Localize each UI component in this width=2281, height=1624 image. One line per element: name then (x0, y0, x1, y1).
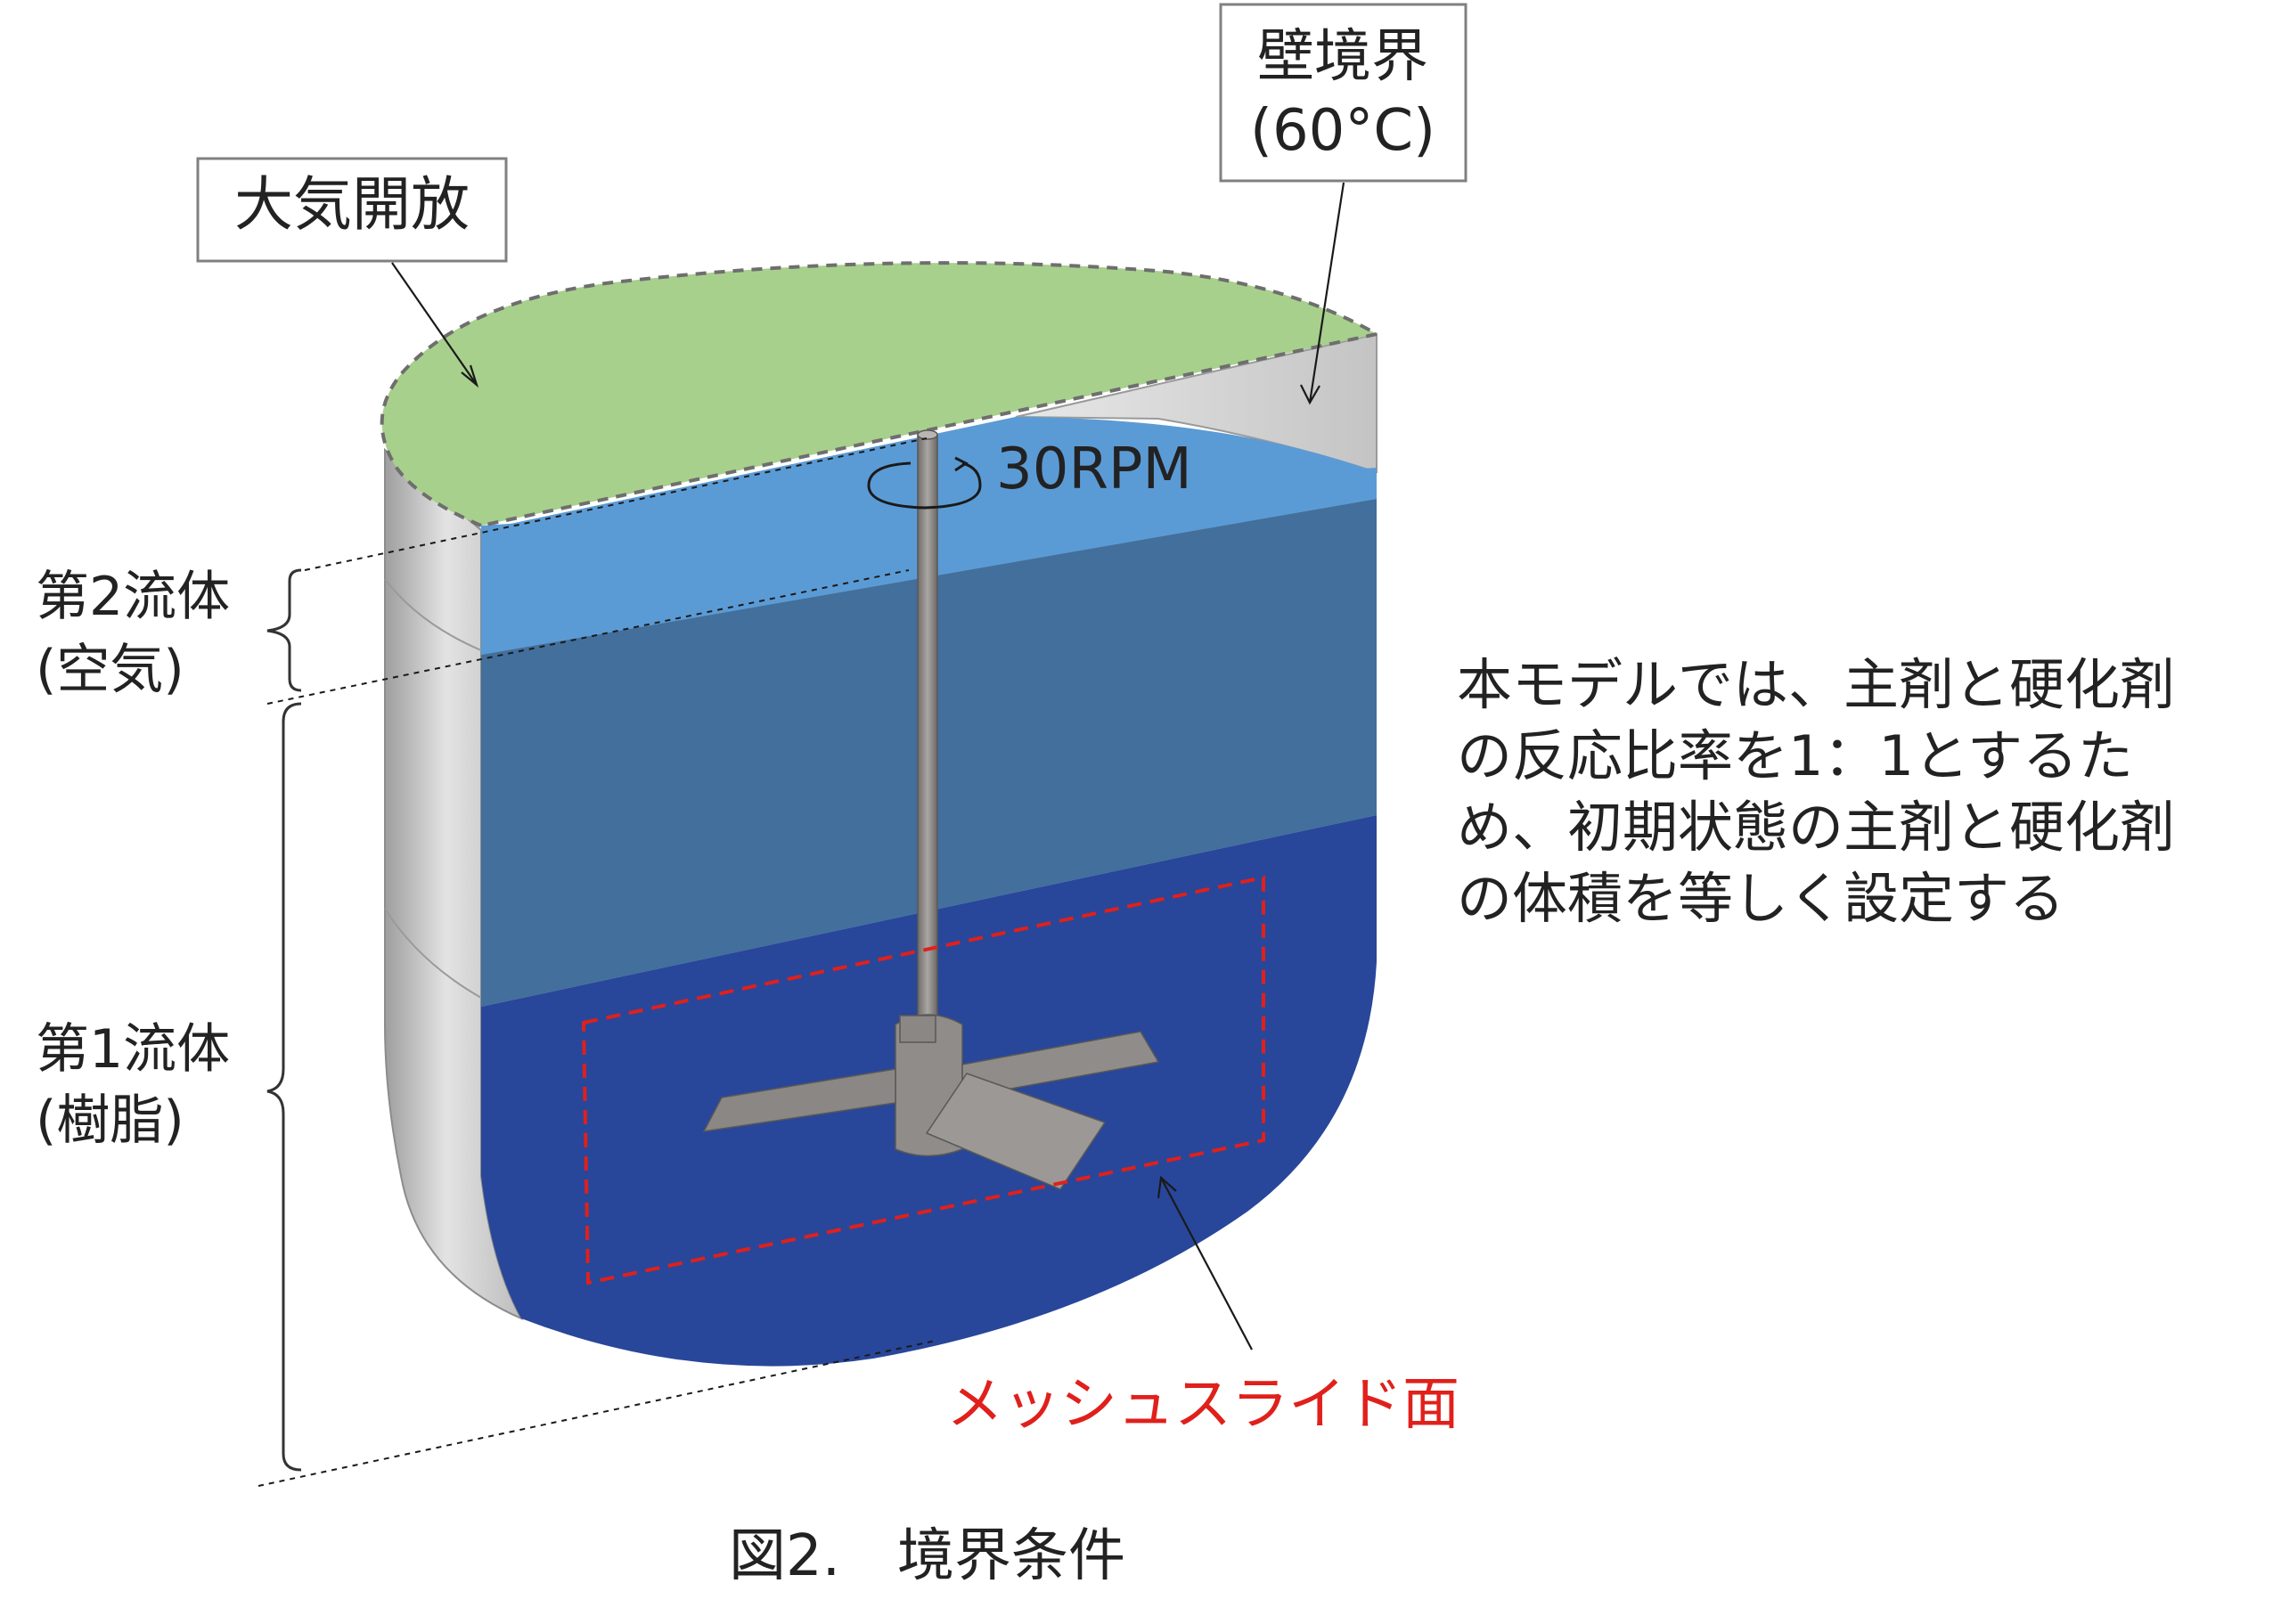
fluid2-sublabel: (空気) (36, 639, 184, 701)
fluid2-label: 第2流体 (36, 566, 230, 628)
tank-wall-seam-lower (384, 908, 482, 999)
wall-boundary-temperature: (60°C) (1250, 98, 1435, 164)
atmosphere-leader-arrow (391, 262, 479, 388)
wall-boundary-label: 壁境界 (1257, 24, 1428, 90)
fluid2-brace (266, 568, 302, 692)
atmosphere-callout-box (196, 157, 508, 263)
tank-wall-seam-upper (384, 578, 482, 651)
rotation-arrow-icon (867, 456, 982, 510)
rotation-speed-label: 30RPM (996, 437, 1192, 502)
fluid2-bottom-guide (266, 569, 910, 705)
wall-callout-box (1219, 3, 1468, 183)
open-surface (380, 261, 1382, 528)
note-block: 本モデルでは、主剤と硬化剤 の反応比率を1：1とするた め、初期状態の主剤と硬化… (1457, 652, 2175, 931)
shaft-top (917, 429, 938, 440)
mesh-slide-outline (581, 875, 1265, 1285)
note-line: め、初期状態の主剤と硬化剤 (1457, 795, 2175, 860)
figure-caption: 図2. 境界条件 (729, 1523, 1125, 1589)
mesh-slide-label: メッシュスライド面 (946, 1372, 1459, 1438)
fluid1-label: 第1流体 (36, 1018, 230, 1081)
impeller-blade-left (702, 1068, 896, 1132)
atmosphere-open-label: 大気開放 (234, 170, 470, 239)
note-line: の反応比率を1：1とするた (1457, 723, 2133, 788)
fluid1-bottom-guide (258, 1340, 936, 1487)
fluid1-sublabel: (樹脂) (36, 1089, 184, 1152)
stirrer-shaft (917, 434, 938, 1024)
mesh-slide-leader-arrow (1157, 1175, 1253, 1351)
note-line: の体積を等しく設定する (1457, 866, 2064, 931)
impeller-blade-front (925, 1073, 1107, 1190)
note-line: 本モデルでは、主剤と硬化剤 (1457, 652, 2175, 717)
wall-leader-arrow (1300, 182, 1345, 405)
impeller-blade-back (899, 1015, 936, 1043)
fluid1-brace (266, 702, 302, 1472)
